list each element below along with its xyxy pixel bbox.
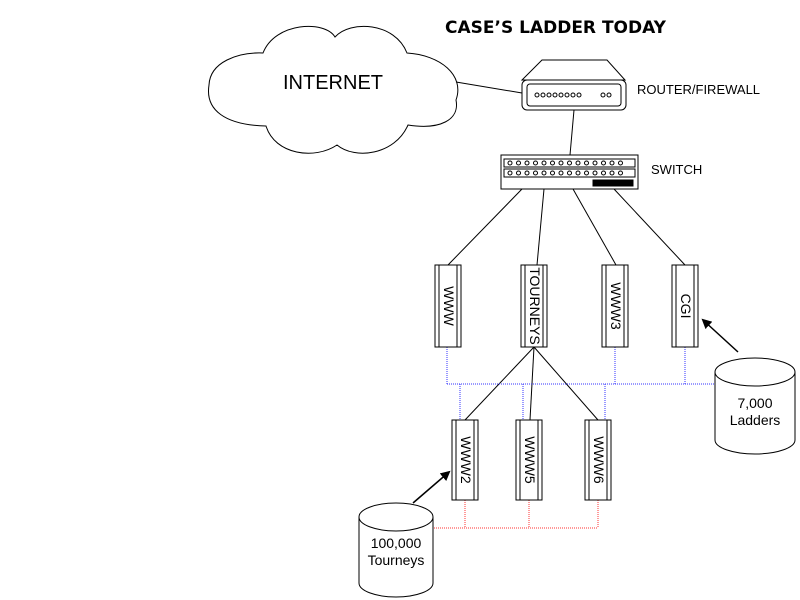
router-switch-link bbox=[569, 109, 575, 156]
server-www3: WWW3 bbox=[601, 264, 629, 348]
server-tourneys: TOURNEYS bbox=[520, 264, 548, 348]
switch-port-icon bbox=[558, 160, 564, 166]
switch-tourneys-link bbox=[536, 188, 545, 266]
database-icon bbox=[358, 502, 434, 598]
internet-router-link bbox=[455, 81, 523, 94]
switch-www-link bbox=[447, 188, 523, 266]
tourneys-db-network bbox=[434, 500, 599, 529]
server-cgi: CGI bbox=[671, 264, 699, 348]
tourneys-label: Tourneys bbox=[368, 552, 425, 568]
switch-port-icon bbox=[507, 160, 513, 166]
router-label: ROUTER/FIREWALL bbox=[637, 82, 760, 97]
switch-port-icon bbox=[575, 170, 581, 176]
switch-port-icon bbox=[524, 160, 530, 166]
internet-label: INTERNET bbox=[283, 72, 383, 94]
switch-port-icon bbox=[609, 160, 615, 166]
switch-port-icon bbox=[575, 160, 581, 166]
switch-www3-link bbox=[572, 188, 617, 266]
switch-label: SWITCH bbox=[651, 162, 702, 177]
server-www6-label: WWW6 bbox=[591, 436, 607, 484]
server-tourneys-label: TOURNEYS bbox=[527, 267, 543, 345]
server-www2: WWW2 bbox=[451, 419, 479, 501]
switch-port-icon bbox=[558, 170, 564, 176]
server-www3-label: WWW3 bbox=[608, 282, 624, 330]
switch-cgi-link bbox=[613, 188, 686, 266]
router-firewall: ROUTER/FIREWALL bbox=[520, 59, 760, 111]
switch-port-icon bbox=[618, 160, 623, 166]
diagram-title: CASE’S LADDER TODAY bbox=[445, 18, 667, 38]
server-www6: WWW6 bbox=[584, 419, 612, 501]
database-tourneys: 100,000 Tourneys bbox=[358, 502, 434, 598]
switch-port-icon bbox=[533, 170, 538, 176]
tourneys-db-to-www2-arrow bbox=[412, 470, 451, 504]
tourneys-count: 100,000 bbox=[371, 535, 422, 551]
ladders-label: Ladders bbox=[730, 412, 781, 428]
switch-port-icon bbox=[584, 160, 589, 166]
switch-port-icon bbox=[592, 170, 598, 176]
ladders-db-to-cgi-arrow bbox=[701, 318, 739, 353]
server-www-label: WWW bbox=[441, 286, 457, 326]
switch-port-icon bbox=[609, 170, 615, 176]
server-www5: WWW5 bbox=[515, 419, 543, 501]
switch-port-icon bbox=[516, 160, 521, 166]
switch-port-icon bbox=[541, 170, 547, 176]
server-cgi-label: CGI bbox=[678, 294, 694, 319]
switch-port-icon bbox=[550, 160, 555, 166]
switch-port-icon bbox=[584, 170, 589, 176]
database-icon bbox=[714, 357, 796, 455]
switch-icon bbox=[500, 154, 639, 190]
switch-port-icon bbox=[601, 160, 606, 166]
ladders-count: 7,000 bbox=[737, 395, 772, 411]
ladders-db-network bbox=[446, 347, 716, 420]
router-icon bbox=[520, 59, 627, 111]
switch-port-icon bbox=[618, 170, 623, 176]
switch-port-icon bbox=[601, 170, 606, 176]
connections bbox=[447, 81, 686, 421]
switch-port-icon bbox=[550, 170, 555, 176]
server-www2-label: WWW2 bbox=[458, 436, 474, 484]
switch-port-icon bbox=[567, 160, 572, 166]
server-www: WWW bbox=[434, 264, 462, 348]
switch-port-icon bbox=[541, 160, 547, 166]
server-www5-label: WWW5 bbox=[522, 436, 538, 484]
switch-port-icon bbox=[524, 170, 530, 176]
switch-port-icon bbox=[567, 170, 572, 176]
database-ladders: 7,000 Ladders bbox=[714, 357, 796, 455]
switch: SWITCH bbox=[500, 154, 702, 190]
cloud-icon bbox=[208, 25, 459, 154]
switch-port-icon bbox=[516, 170, 521, 176]
switch-port-icon bbox=[592, 160, 598, 166]
internet-cloud: INTERNET bbox=[208, 25, 459, 154]
switch-port-icon bbox=[507, 170, 513, 176]
switch-port-icon bbox=[533, 160, 538, 166]
